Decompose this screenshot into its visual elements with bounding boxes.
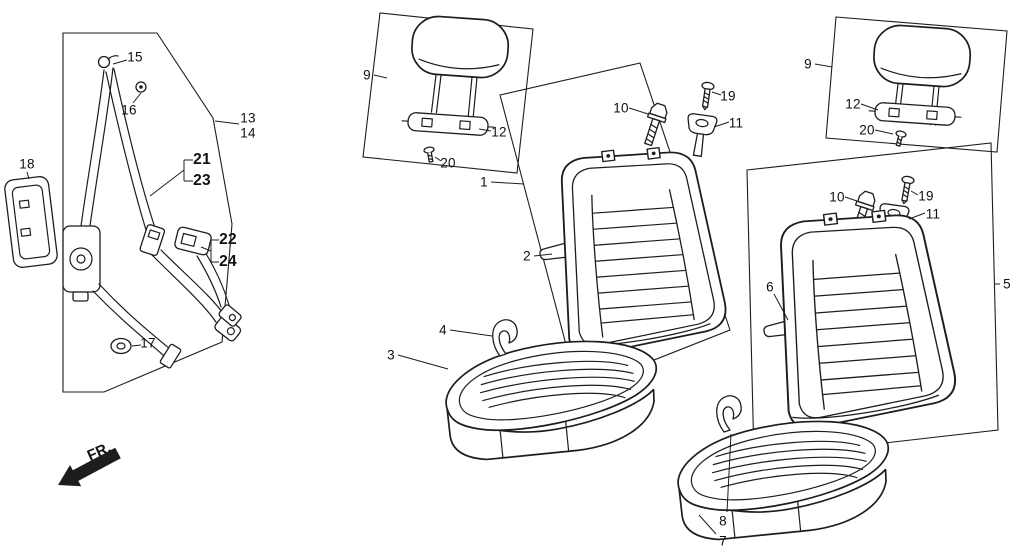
cushion-strap-right — [716, 395, 742, 433]
headrest-screw-left — [422, 145, 437, 164]
seat-cushion-right — [675, 418, 893, 542]
belt-guide-11-left — [682, 112, 719, 159]
seatback-right-assembly — [762, 200, 960, 432]
headrest-left — [406, 13, 511, 120]
bolt-10-left — [638, 101, 671, 148]
headrest-right-box — [825, 16, 1008, 153]
lap-belt-webbing — [92, 249, 226, 356]
headrest-assembly-right — [867, 22, 973, 148]
anchor-bolt — [135, 81, 147, 93]
fr-direction-arrow: FR. — [58, 439, 121, 487]
headrest-bracket-right — [867, 101, 963, 127]
belt-latch-plate — [139, 224, 166, 257]
seatback-left-box — [499, 62, 731, 391]
seatbelt-section-box — [62, 32, 233, 393]
belt-end-tongue — [159, 343, 182, 369]
leader-lines — [26, 59, 1000, 535]
screw-19-right — [897, 174, 916, 206]
screw-19-left — [698, 81, 716, 112]
shoulder-belt-webbing — [80, 67, 156, 231]
belt-grommet — [110, 337, 132, 355]
seatback-left — [546, 138, 731, 358]
seatback-right-box — [746, 142, 999, 459]
seatbelt-anchor-pad — [4, 176, 58, 268]
headrest-assembly-left — [400, 13, 511, 164]
seat-cushion-left — [443, 338, 661, 462]
belt-retractor — [62, 225, 101, 302]
seatback-left-assembly — [538, 138, 731, 358]
seatbelt-assembly — [4, 55, 242, 369]
headrest-bracket-left — [400, 111, 496, 137]
mounting-hardware-left — [638, 81, 719, 159]
seatback-right — [764, 200, 960, 432]
belt-anchor-clip — [97, 55, 119, 69]
